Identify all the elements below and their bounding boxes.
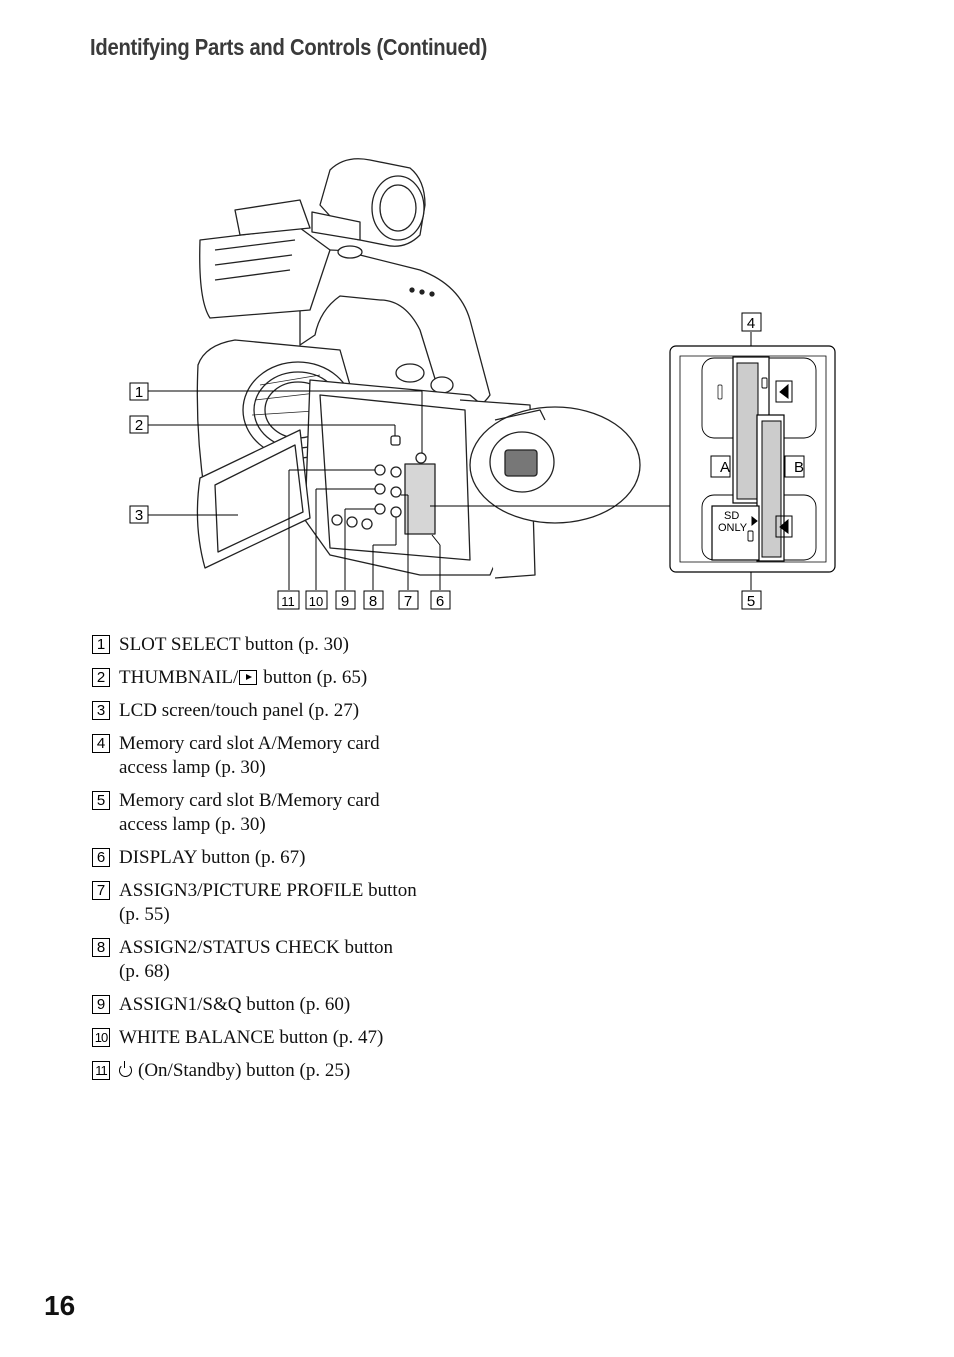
item-text-pre: THUMBNAIL/ <box>119 667 239 688</box>
item-number: 11 <box>92 1061 110 1080</box>
card-slot-inset: A B SD ONLY <box>669 345 836 573</box>
item-text-line1: Memory card slot B/Memory card <box>119 790 380 811</box>
item-text: (On/Standby) button (p. 25) <box>138 1060 351 1081</box>
list-item: 7 ASSIGN3/PICTURE PROFILE button (p. 55) <box>92 879 512 927</box>
item-text: DISPLAY button (p. 67) <box>119 847 306 868</box>
item-number: 5 <box>92 791 110 810</box>
item-number: 7 <box>92 881 110 900</box>
callout-4: 4 <box>747 315 755 332</box>
callouts <box>129 312 762 610</box>
list-item: 10 WHITE BALANCE button (p. 47) <box>92 1026 512 1050</box>
callout-1: 1 <box>135 384 143 401</box>
list-item: 11 (On/Standby) button (p. 25) <box>92 1059 512 1083</box>
item-text-line2: access lamp (p. 30) <box>119 814 266 835</box>
item-number: 9 <box>92 995 110 1014</box>
page-title: Identifying Parts and Controls (Continue… <box>90 34 488 60</box>
callout-8: 8 <box>369 593 377 610</box>
item-text: ASSIGN1/S&Q button (p. 60) <box>119 994 351 1015</box>
callout-10: 10 <box>309 594 323 609</box>
item-text-line1: ASSIGN2/STATUS CHECK button <box>119 937 394 958</box>
item-number: 10 <box>92 1028 110 1047</box>
sd-label: SD <box>724 510 739 522</box>
item-text-line2: access lamp (p. 30) <box>119 757 266 778</box>
play-icon <box>239 670 258 685</box>
only-label: ONLY <box>718 522 748 534</box>
list-item: 9 ASSIGN1/S&Q button (p. 60) <box>92 993 512 1017</box>
page-number: 16 <box>44 1290 76 1321</box>
callout-6: 6 <box>436 593 444 610</box>
slot-label-b: B <box>794 459 804 476</box>
list-item: 2 THUMBNAIL/button (p. 65) <box>92 666 512 690</box>
list-item: 3 LCD screen/touch panel (p. 27) <box>92 699 512 723</box>
callout-5: 5 <box>747 593 755 610</box>
power-icon <box>119 1061 132 1077</box>
item-text-line2: (p. 68) <box>119 961 170 982</box>
callout-11: 11 <box>281 594 295 609</box>
item-number: 1 <box>92 635 110 654</box>
item-number: 3 <box>92 701 110 720</box>
list-item: 1 SLOT SELECT button (p. 30) <box>92 633 512 657</box>
item-number: 2 <box>92 668 110 687</box>
item-number: 8 <box>92 938 110 957</box>
item-text-line1: Memory card slot A/Memory card <box>119 733 380 754</box>
list-item: 5 Memory card slot B/Memory card access … <box>92 789 512 837</box>
item-number: 6 <box>92 848 110 867</box>
item-text-post: button (p. 65) <box>263 667 368 688</box>
list-item: 6 DISPLAY button (p. 67) <box>92 846 512 870</box>
camera-illustration: A B SD ONLY 1 2 3 4 5 6 7 8 9 10 11 <box>129 158 836 610</box>
slot-label-a: A <box>720 459 730 476</box>
list-item: 4 Memory card slot A/Memory card access … <box>92 732 512 780</box>
callout-9: 9 <box>341 593 349 610</box>
item-text-line2: (p. 55) <box>119 904 170 925</box>
item-text: WHITE BALANCE button (p. 47) <box>119 1027 384 1048</box>
callout-7: 7 <box>404 593 412 610</box>
callout-3: 3 <box>135 507 143 524</box>
item-number: 4 <box>92 734 110 753</box>
parts-list: 1 SLOT SELECT button (p. 30) 2 THUMBNAIL… <box>92 633 512 1092</box>
item-text-line1: ASSIGN3/PICTURE PROFILE button <box>119 880 417 901</box>
callout-2: 2 <box>135 417 143 434</box>
list-item: 8 ASSIGN2/STATUS CHECK button (p. 68) <box>92 936 512 984</box>
item-text: LCD screen/touch panel (p. 27) <box>119 700 360 721</box>
item-text: SLOT SELECT button (p. 30) <box>119 634 349 655</box>
